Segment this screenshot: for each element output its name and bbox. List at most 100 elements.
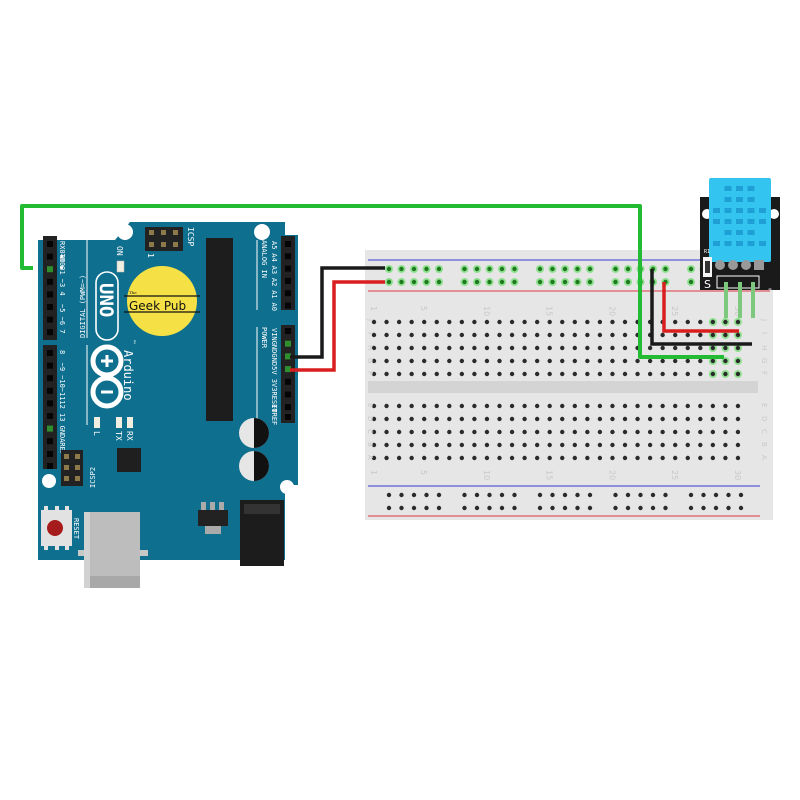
- analog-pin[interactable]: [285, 277, 291, 284]
- breadboard-hole: [685, 429, 690, 435]
- breadboard-hole: [610, 345, 615, 351]
- digital-pin[interactable]: [47, 316, 53, 323]
- breadboard-hole: [447, 403, 452, 409]
- rail-hole: [512, 279, 517, 285]
- breadboard-hole: [509, 429, 515, 435]
- digital-pin[interactable]: [47, 425, 53, 432]
- power-pin[interactable]: [285, 414, 291, 420]
- breadboard-hole: [459, 345, 465, 351]
- digital-pin[interactable]: [47, 266, 53, 273]
- analog-pin-label: A5: [270, 241, 278, 249]
- digital-pin[interactable]: [47, 387, 53, 394]
- reset-button[interactable]: [41, 506, 72, 550]
- digital-pin[interactable]: [47, 463, 53, 469]
- digital-pin[interactable]: [47, 329, 53, 336]
- power-pin[interactable]: [285, 353, 291, 360]
- breadboard-hole: [735, 403, 741, 409]
- digital-pin[interactable]: [47, 400, 53, 407]
- breadboard-hole: [660, 371, 665, 377]
- power-pin[interactable]: [285, 391, 291, 398]
- power-pin[interactable]: [285, 378, 291, 385]
- rail-hole: [638, 492, 643, 498]
- rail-hole: [587, 505, 593, 511]
- usb-chip: [117, 448, 141, 472]
- breadboard-hole: [673, 319, 678, 325]
- analog-pin[interactable]: [285, 253, 291, 260]
- breadboard-hole: [509, 403, 515, 409]
- arduino-gnd-wire[interactable]: [290, 266, 385, 359]
- digital-pin[interactable]: [47, 241, 53, 247]
- rail-hole: [399, 279, 404, 285]
- breadboard-hole: [459, 332, 465, 338]
- power-pin[interactable]: [285, 340, 291, 347]
- breadboard-hole: [660, 332, 665, 338]
- breadboard-hole: [610, 416, 615, 422]
- breadboard-hole: [422, 416, 427, 422]
- digital-pin-label: GND: [58, 426, 66, 439]
- breadboard-hole: [735, 455, 741, 461]
- digital-pin[interactable]: [47, 413, 53, 419]
- analog-pin[interactable]: [285, 265, 291, 272]
- breadboard-hole: [522, 429, 527, 435]
- sensor-vcc-wire[interactable]: [662, 282, 739, 333]
- signal-wire[interactable]: [20, 204, 724, 359]
- breadboard-hole: [685, 358, 690, 364]
- digital-pin[interactable]: [47, 451, 53, 457]
- digital-pin[interactable]: [47, 350, 53, 356]
- breadboard-hole: [610, 455, 615, 461]
- power-pin[interactable]: [285, 328, 291, 334]
- analog-pin-label: A2: [270, 278, 278, 286]
- digital-pin[interactable]: [47, 375, 53, 382]
- rail-hole: [537, 266, 543, 272]
- breadboard-hole: [497, 429, 502, 435]
- digital-pin[interactable]: [47, 362, 53, 369]
- rail-hole: [537, 492, 543, 498]
- breadboard-hole: [384, 319, 389, 325]
- rail-hole: [587, 266, 593, 272]
- digital-pin[interactable]: [47, 278, 53, 285]
- breadboard-hole: [534, 358, 540, 364]
- breadboard-hole: [409, 429, 414, 435]
- rail-hole: [650, 492, 656, 498]
- breadboard-hole: [698, 358, 703, 364]
- breadboard-hole: [522, 319, 527, 325]
- bottom-power-rail: [386, 492, 744, 511]
- breadboard-hole: [509, 442, 515, 448]
- digital-pin-label: RX0◀0: [58, 241, 66, 262]
- power-pin[interactable]: [285, 404, 291, 411]
- rail-hole: [512, 266, 517, 272]
- digital-pin[interactable]: [47, 291, 53, 298]
- breadboard-hole: [497, 455, 502, 461]
- breadboard-hole: [547, 403, 552, 409]
- breadboard-hole: [597, 442, 603, 448]
- analog-pin[interactable]: [285, 302, 291, 309]
- digital-pin-label: 4: [58, 291, 66, 295]
- rail-hole: [474, 492, 480, 498]
- breadboard-hole: [585, 416, 590, 422]
- power-pin[interactable]: [285, 366, 291, 373]
- on-led-label: ON: [115, 246, 124, 256]
- digital-pin[interactable]: [47, 438, 53, 445]
- rail-hole: [474, 505, 480, 511]
- analog-pin[interactable]: [285, 290, 291, 297]
- breadboard-hole: [610, 371, 615, 377]
- row-letter: B: [760, 442, 768, 447]
- row-letter: D: [366, 416, 374, 421]
- row-letter: I: [366, 332, 374, 334]
- breadboard-hole: [371, 429, 377, 435]
- row-letter: D: [760, 416, 768, 421]
- arduino-brand-text: Arduino: [121, 350, 135, 401]
- breadboard-hole: [610, 358, 615, 364]
- rail-hole: [436, 505, 442, 511]
- breadboard-hole: [698, 345, 703, 351]
- breadboard-hole: [647, 358, 653, 364]
- breadboard-hole: [509, 332, 515, 338]
- breadboard-hole: [472, 442, 477, 448]
- digital-pin[interactable]: [47, 304, 53, 310]
- sensor-gnd-wire[interactable]: [650, 269, 752, 346]
- analog-pin[interactable]: [285, 241, 291, 247]
- arduino-5v-wire[interactable]: [290, 280, 385, 372]
- rail-hole: [462, 266, 467, 272]
- digital-pin[interactable]: [47, 253, 53, 260]
